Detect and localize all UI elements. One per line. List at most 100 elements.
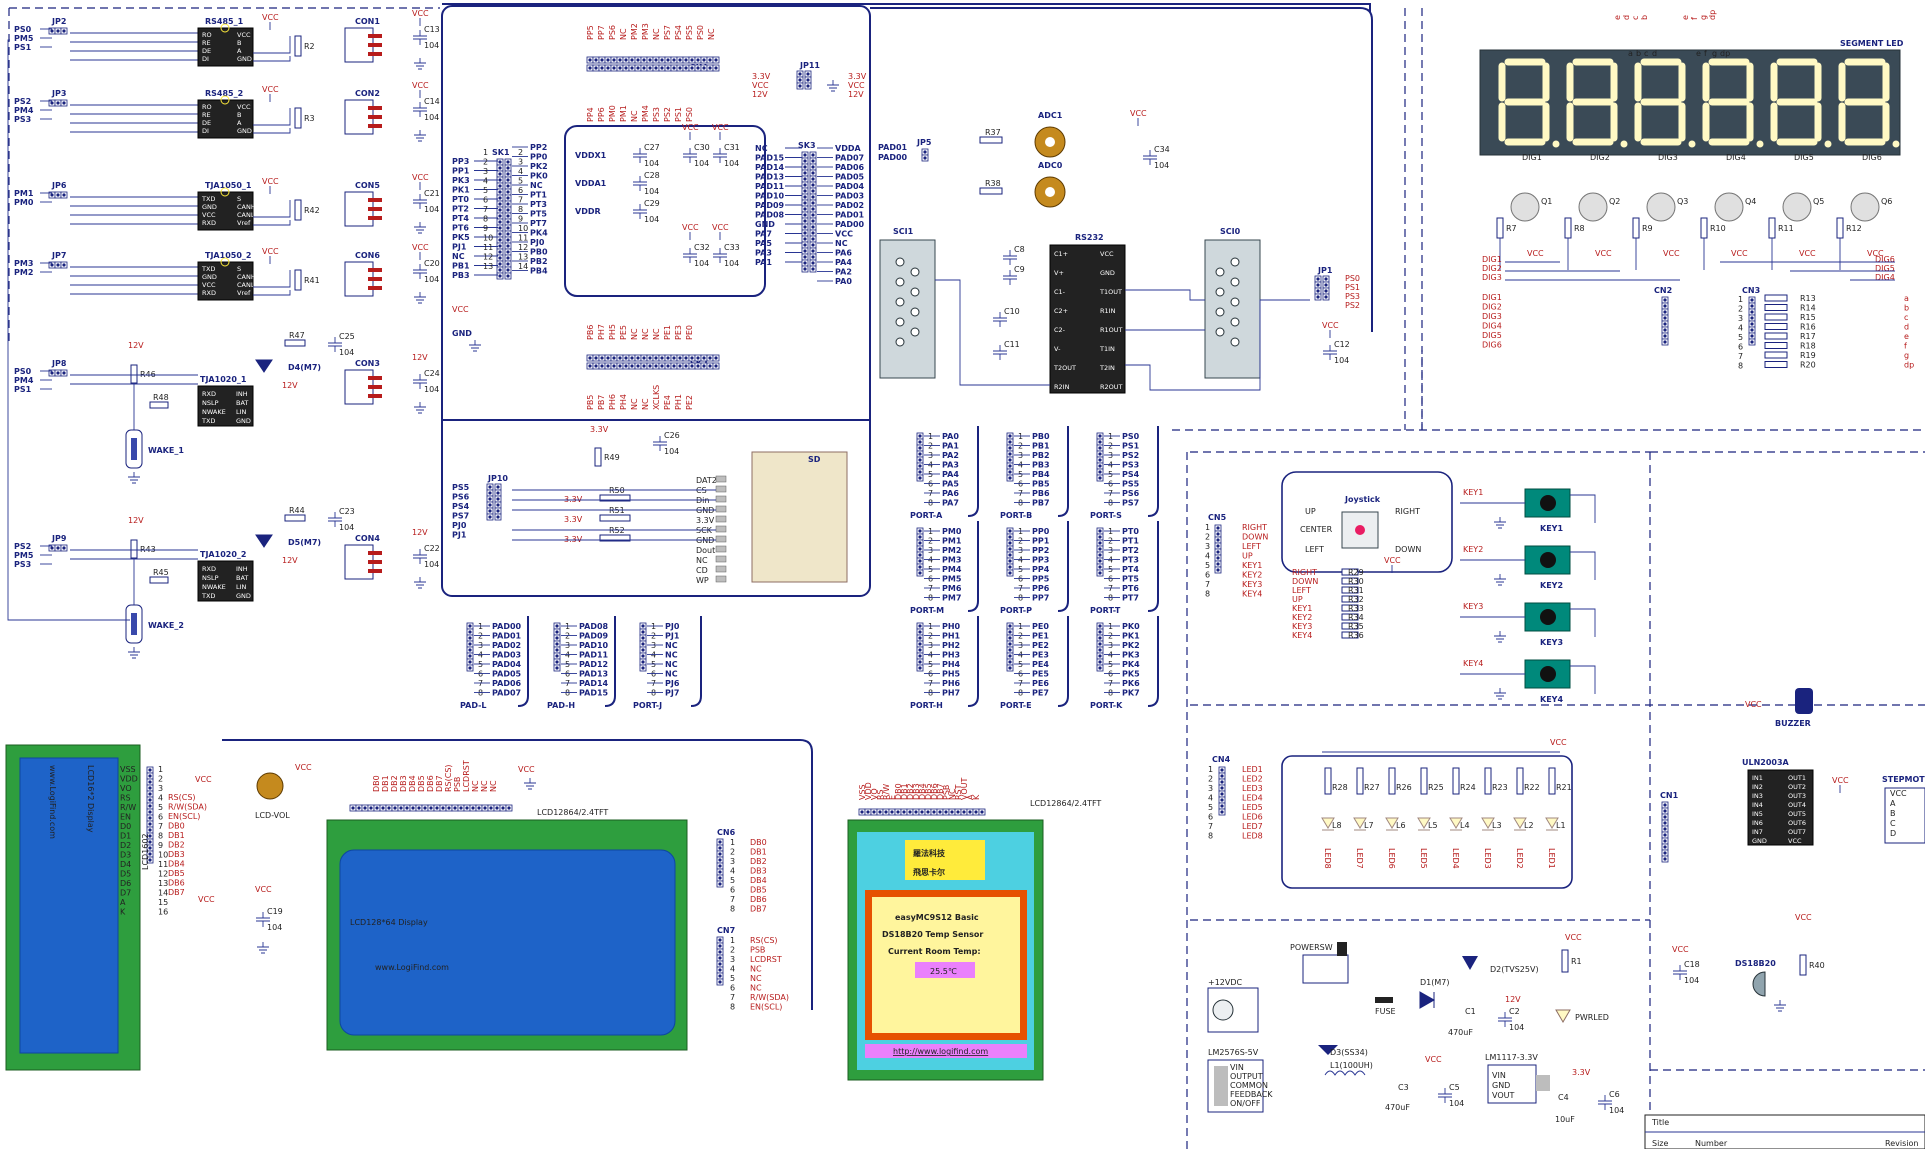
lcd1602-net: RS(CS) bbox=[168, 793, 196, 802]
reg2-label: LM1117-3.3V bbox=[1485, 1053, 1538, 1062]
cn7-net: RS(CS) bbox=[750, 936, 778, 945]
wire bbox=[1057, 616, 1069, 707]
pin-dot bbox=[714, 58, 718, 62]
chip-pin: NWAKE bbox=[202, 408, 226, 416]
pin-dot bbox=[908, 810, 912, 814]
tft-line1: easyMC9S12 Basic bbox=[895, 913, 979, 922]
jp11-net: 3.3V bbox=[848, 72, 867, 81]
pin-dot bbox=[624, 364, 628, 368]
sk3-net: PAD07 bbox=[835, 154, 864, 163]
v12-label: 12V bbox=[412, 528, 428, 537]
pin-dot bbox=[718, 852, 722, 856]
pin-dot bbox=[684, 364, 688, 368]
sk1-net: PB4 bbox=[530, 267, 548, 276]
pin-dot bbox=[1750, 328, 1754, 332]
sk2-net: NC bbox=[630, 328, 639, 340]
pin-dot bbox=[811, 165, 815, 169]
pin-dot bbox=[630, 58, 634, 62]
pump-cap bbox=[1003, 250, 1017, 265]
lcd12864-header bbox=[349, 804, 513, 812]
pullup-resistor bbox=[1799, 954, 1807, 976]
pin-dot bbox=[918, 642, 922, 646]
capacitor-label: C2 bbox=[1509, 1007, 1520, 1016]
pin-number: 6 bbox=[730, 984, 735, 993]
port-pin: PAD06 bbox=[492, 679, 522, 688]
tft-pin: A bbox=[966, 794, 975, 800]
pin-dot bbox=[495, 806, 499, 810]
c6-cap bbox=[1598, 1095, 1612, 1110]
wire bbox=[1057, 521, 1069, 612]
pin-number: 4 bbox=[1018, 651, 1023, 660]
capacitor-value: 104 bbox=[424, 41, 439, 50]
pin-dot bbox=[654, 58, 658, 62]
segment-display bbox=[1479, 49, 1901, 156]
pin-dot bbox=[1008, 470, 1012, 474]
pin-dot bbox=[465, 806, 469, 810]
wake-label: WAKE_2 bbox=[148, 621, 184, 630]
pin-dot bbox=[498, 226, 502, 230]
led-diode bbox=[1385, 817, 1399, 831]
driver-transistor bbox=[1510, 192, 1540, 222]
pin-number: 13 bbox=[518, 253, 528, 262]
capacitor-label: C30 bbox=[694, 143, 710, 152]
tft-pin: DB5 bbox=[924, 783, 933, 800]
tft-pin: DB0 bbox=[894, 783, 903, 800]
cn4-header bbox=[1218, 766, 1226, 816]
pin-dot bbox=[489, 806, 493, 810]
core-cap bbox=[683, 248, 697, 263]
led-net: LED3 bbox=[1242, 784, 1263, 793]
pin-dot bbox=[1008, 541, 1012, 545]
chip-pin: IN4 bbox=[1752, 801, 1763, 809]
pin-dot bbox=[648, 66, 652, 70]
capacitor-label: C13 bbox=[424, 25, 440, 34]
sd-resistor bbox=[599, 514, 631, 522]
sk2-net: NC bbox=[630, 398, 639, 410]
resistor-label: R7 bbox=[1506, 224, 1517, 233]
pin-number: 7 bbox=[478, 679, 483, 688]
pin-dot bbox=[918, 452, 922, 456]
pin-number: 5 bbox=[1208, 803, 1213, 812]
pin-number: 1 bbox=[1108, 432, 1113, 441]
jp11-header bbox=[796, 70, 804, 90]
sd-net: PJ0 bbox=[452, 521, 467, 530]
capacitor-label: C24 bbox=[424, 369, 440, 378]
port-pin: PAD10 bbox=[579, 641, 609, 650]
port-pin: PA3 bbox=[942, 461, 959, 470]
terminal-pin bbox=[368, 551, 382, 555]
pin-dot bbox=[1220, 810, 1224, 814]
digit-net: DIG1 bbox=[1482, 255, 1502, 264]
chip-pin: R2IN bbox=[1054, 383, 1070, 391]
pin-number: 12 bbox=[483, 253, 493, 262]
pin-dot bbox=[956, 810, 960, 814]
pin-dot bbox=[1098, 666, 1102, 670]
pin-number: 8 bbox=[1018, 594, 1023, 603]
pin-dot bbox=[718, 864, 722, 868]
pin-number: 8 bbox=[1108, 499, 1113, 508]
port-pin: PP0 bbox=[1032, 527, 1050, 536]
lcd1602-pin-number: 10 bbox=[158, 851, 168, 860]
lm1117-tab bbox=[1536, 1075, 1550, 1091]
pin-dot bbox=[666, 356, 670, 360]
sk1-net: PP0 bbox=[530, 153, 548, 162]
pin-dot bbox=[672, 58, 676, 62]
sk1-net: PT6 bbox=[452, 224, 469, 233]
pin-dot bbox=[496, 491, 500, 495]
pin-dot bbox=[684, 66, 688, 70]
jumper-label: JP6 bbox=[51, 181, 67, 190]
capacitor-value: 104 bbox=[694, 259, 709, 268]
pin-dot bbox=[718, 938, 722, 942]
pin-dot bbox=[926, 810, 930, 814]
jp1-net: PS3 bbox=[1345, 292, 1360, 301]
resistor-label: R43 bbox=[140, 545, 156, 554]
jumper-net: PS0 bbox=[14, 25, 32, 34]
pin-number: 4 bbox=[1018, 556, 1023, 565]
pin-dot bbox=[718, 882, 722, 886]
pin-dot bbox=[488, 485, 492, 489]
digit-net: DIG5 bbox=[1875, 264, 1895, 273]
sd-pin-pad bbox=[715, 485, 727, 493]
tft-line2: DS18B20 Temp Sensor bbox=[882, 930, 983, 939]
jp11-net: 3.3V bbox=[752, 72, 771, 81]
pin-number: 8 bbox=[651, 689, 656, 698]
adc-label: ADC1 bbox=[1038, 111, 1063, 120]
sk2-net: PB5 bbox=[586, 395, 595, 410]
